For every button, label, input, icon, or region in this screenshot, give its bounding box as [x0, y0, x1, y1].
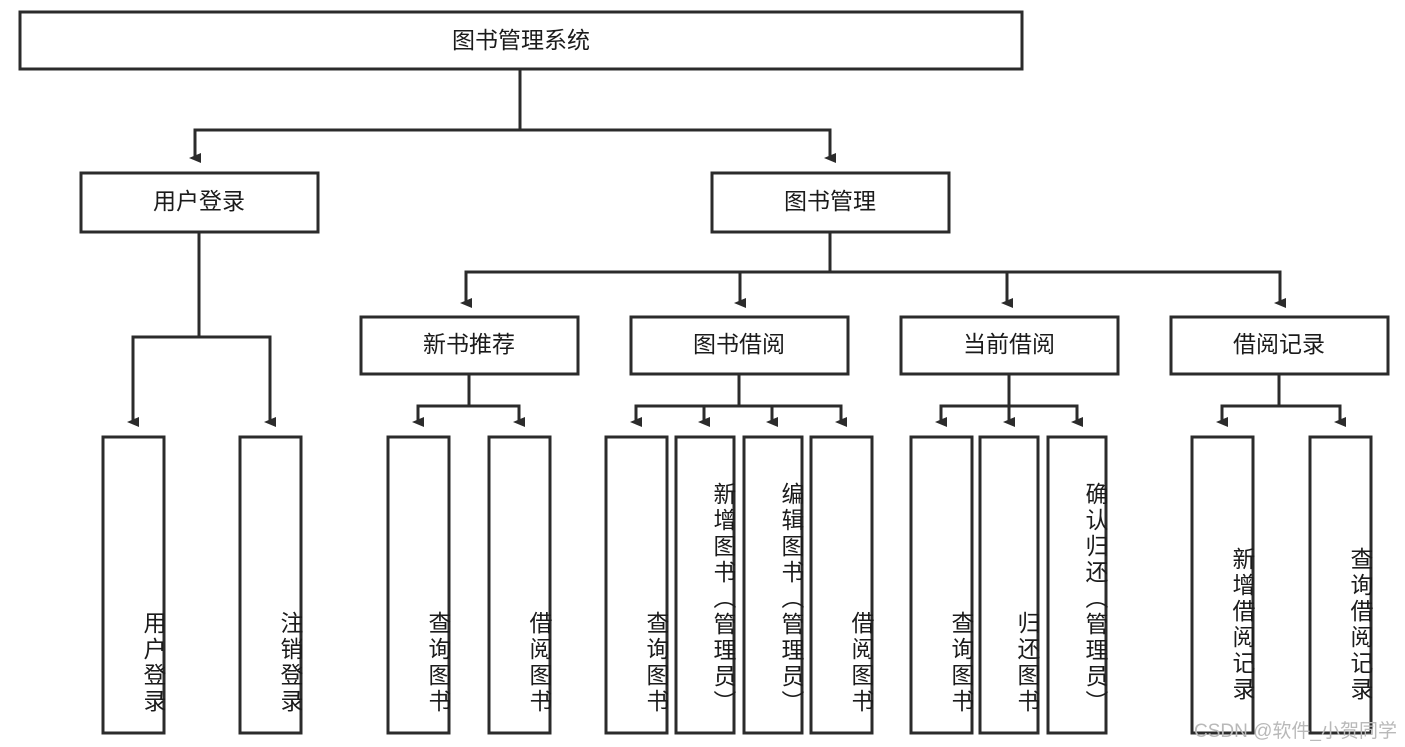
node-new-book-rec[interactable]: 新书推荐 [359, 315, 580, 376]
node-leaf-add-record[interactable] [1190, 435, 1255, 735]
connector-root-to-level2 [189, 67, 836, 163]
node-book-borrow-label: 图书借阅 [693, 331, 785, 357]
leaf-boxes [101, 435, 1373, 735]
node-book-manage[interactable]: 图书管理 [710, 171, 951, 234]
connector-newbook-to-leaves [412, 372, 525, 427]
connector-bookmanage-to-level3 [460, 230, 1286, 308]
node-leaf-borrow-book-1[interactable] [487, 435, 552, 735]
node-book-manage-label: 图书管理 [784, 188, 876, 214]
connector-currentborrow-to-leaves [935, 372, 1083, 427]
node-leaf-query-record[interactable] [1308, 435, 1373, 735]
csdn-watermark: CSDN @软件_小贺同学 [1194, 721, 1397, 742]
connector-userlogin-to-leaves [127, 230, 276, 427]
node-leaf-query-book-1[interactable] [386, 435, 451, 735]
node-borrow-record[interactable]: 借阅记录 [1169, 315, 1390, 376]
node-root[interactable]: 图书管理系统 [18, 10, 1024, 71]
node-leaf-return-book[interactable] [978, 435, 1040, 735]
node-leaf-logout[interactable] [238, 435, 303, 735]
connector-bookborrow-to-leaves [630, 372, 847, 427]
node-leaf-user-login[interactable] [101, 435, 166, 735]
node-user-login-label: 用户登录 [153, 188, 245, 214]
node-user-login[interactable]: 用户登录 [79, 171, 320, 234]
node-leaf-edit-book[interactable] [742, 435, 804, 735]
node-borrow-record-label: 借阅记录 [1233, 331, 1325, 357]
node-leaf-query-book-3[interactable] [909, 435, 974, 735]
node-current-borrow-label: 当前借阅 [963, 331, 1055, 357]
node-leaf-add-book[interactable] [674, 435, 736, 735]
node-leaf-borrow-book-2[interactable] [809, 435, 874, 735]
connector-borrowrecord-to-leaves [1216, 372, 1346, 427]
node-root-label: 图书管理系统 [452, 27, 590, 53]
node-new-book-rec-label: 新书推荐 [423, 331, 515, 357]
node-leaf-confirm-return[interactable] [1046, 435, 1108, 735]
node-current-borrow[interactable]: 当前借阅 [899, 315, 1120, 376]
node-book-borrow[interactable]: 图书借阅 [629, 315, 850, 376]
node-leaf-query-book-2[interactable] [604, 435, 669, 735]
